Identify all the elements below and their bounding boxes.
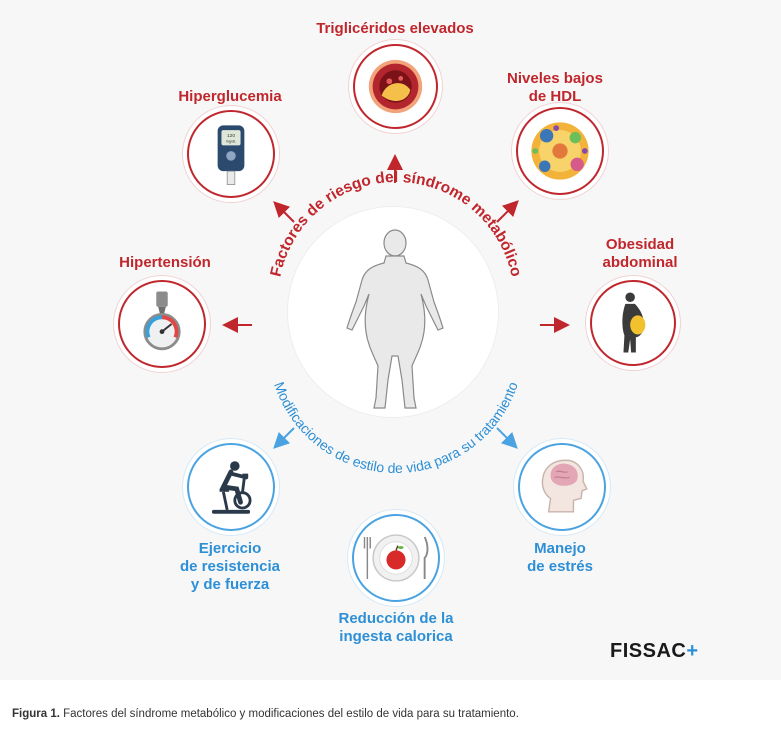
blood-pressure-gauge-icon [143,291,181,351]
caption-text: Factores del síndrome metabólico y modif… [59,708,519,720]
figure-caption: Figura 1. Factores del síndrome metabóli… [12,708,519,720]
logo-text: FISSAC [610,640,687,662]
label-dieta: Reducción de la ingesta calorica [338,610,454,645]
node-hdl [516,107,604,195]
node-hiperglucemia: 120 mg/dL [187,110,275,198]
plate-with-apple-icon [363,534,429,582]
caption-prefix: Figura 1. [12,708,60,720]
center-body-and-arc-text: Factores de riesgo del síndrome metabóli… [267,169,524,477]
logo-plus: + [686,640,699,662]
node-dieta [352,514,440,602]
arrow-ejercicio [273,427,295,449]
glucometer-unit: mg/dL [226,140,237,144]
label-obesidad: Obesidad abdominal [602,236,678,271]
metabolic-syndrome-diagram: Factores de riesgo del síndrome metabóli… [118,20,699,663]
arrow-estres [496,427,518,449]
arrow-hiperglucemia [273,201,295,223]
node-obesidad [590,280,676,366]
connector-arrows [222,154,570,449]
artery-plaque-icon [368,59,423,114]
svg-text:Modificaciones de estilo de vi: Modificaciones de estilo de vida para su… [271,380,521,477]
label-hdl: Niveles bajos de HDL [507,70,603,105]
label-estres: Manejo de estrés [527,540,593,575]
node-estres [518,443,606,531]
label-ejercicio: Ejercicio de resistencia y de fuerza [179,540,281,593]
node-trigliceridos [353,44,438,129]
head-with-brain-icon [541,459,588,513]
label-trigliceridos: Triglicéridos elevados [316,20,474,37]
lipoprotein-particle-icon [531,122,589,180]
glucometer-reading: 120 [227,133,235,139]
glucometer-icon: 120 mg/dL [217,125,245,185]
arrow-hdl [496,200,519,223]
stationary-bike-icon [211,461,252,514]
human-body-icon [346,229,444,409]
node-ejercicio [187,443,275,531]
label-hiperglucemia: Hiperglucemia [178,88,282,105]
fissac-logo: FISSAC+ [610,640,699,663]
label-hipertension: Hipertensión [119,254,211,271]
abdominal-obesity-silhouette-icon [622,292,646,353]
node-hipertension [118,280,206,368]
bottom-arc-text: Modificaciones de estilo de vida para su… [271,380,521,477]
